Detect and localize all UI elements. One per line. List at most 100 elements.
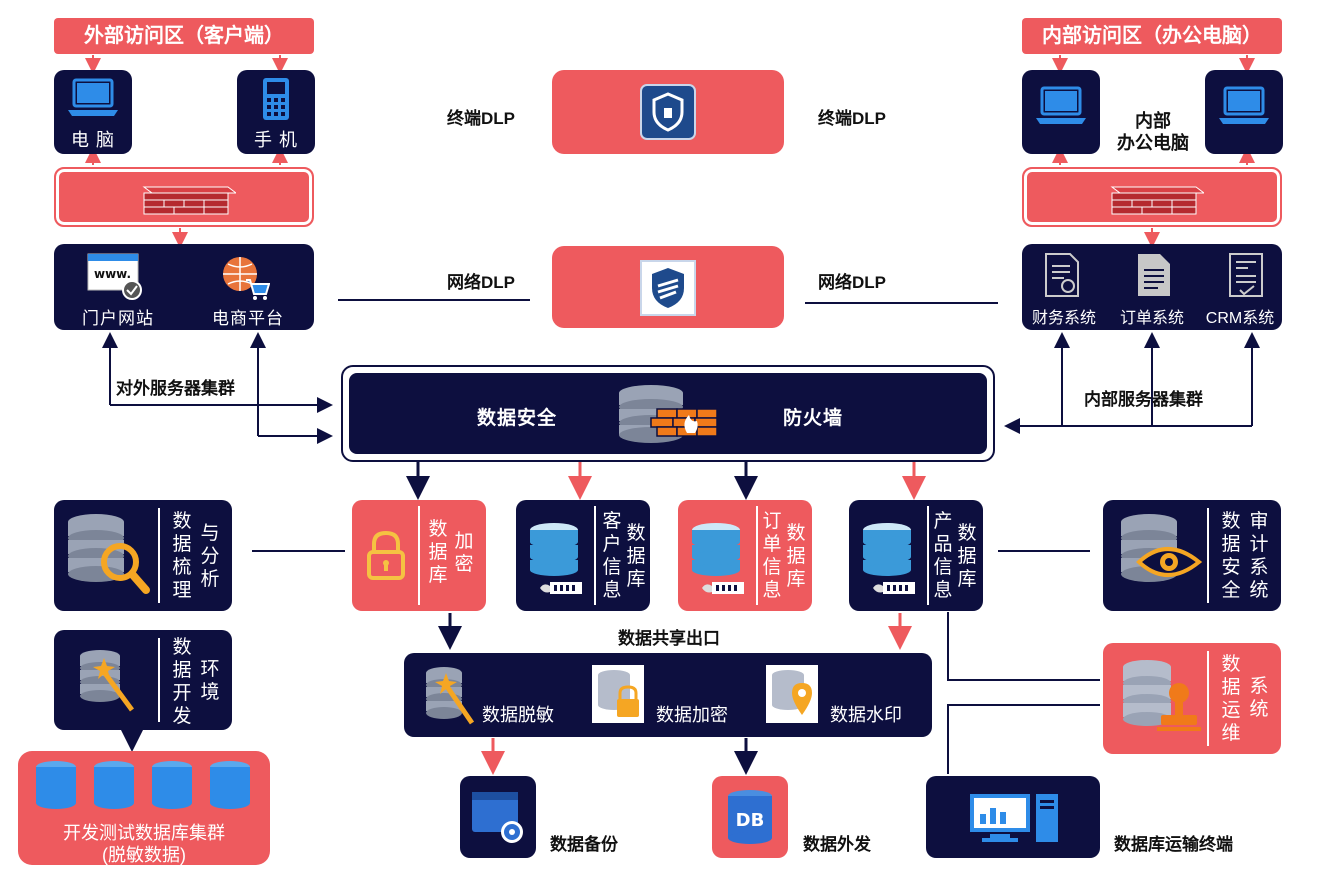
database-icon xyxy=(863,523,915,594)
terminal-dlp-right-label: 终端DLP xyxy=(818,109,886,128)
network-dlp-right-label: 网络DLP xyxy=(818,273,886,292)
analysis-text-col1: 数据梳理 xyxy=(172,511,192,601)
masking-wand-icon xyxy=(426,667,475,725)
product-db-text-col1: 产品信息 xyxy=(933,511,953,601)
internal-server-cluster-label: 内部服务器集群 xyxy=(1084,390,1203,409)
dev-cluster-box: 开发测试数据库集群 (脱敏数据) xyxy=(18,751,270,865)
sharing-title: 数据共享出口 xyxy=(618,629,720,648)
portal-label: 门户网站 xyxy=(82,309,154,328)
customer-db-text-col2: 数据库 xyxy=(626,523,646,590)
phone-label: 手 机 xyxy=(253,130,298,150)
laptop-icon xyxy=(1036,86,1086,124)
firewall-left-label: 数据安全 xyxy=(477,408,558,429)
db-cluster-icons xyxy=(36,761,250,809)
firewall-right-label: 防火墙 xyxy=(783,408,844,429)
lock-icon xyxy=(367,530,405,580)
divider xyxy=(158,638,160,722)
office-pc-label: 内部 办公电脑 xyxy=(1104,110,1202,154)
encryption-label: 数据加密 xyxy=(656,705,728,725)
office-pc-label-line2: 办公电脑 xyxy=(1117,133,1189,153)
divider xyxy=(158,508,160,603)
audit-text-col2: 审计系统 xyxy=(1249,511,1269,601)
order-system-label: 订单系统 xyxy=(1119,310,1184,327)
firewall-icon xyxy=(142,186,236,215)
encrypted-db-box: 数据库 加密 xyxy=(352,500,486,611)
masking-label: 数据脱敏 xyxy=(482,705,554,725)
customer-db-text-col1: 客户信息 xyxy=(602,511,622,601)
watermark-db-pin-icon xyxy=(766,665,818,723)
order-db-text-col1: 订单信息 xyxy=(762,511,782,601)
laptop-icon xyxy=(1219,86,1269,124)
www-icon: www. xyxy=(87,253,142,300)
dev-env-box: 数据开发 环境 xyxy=(54,630,232,730)
dev-cluster-sublabel: (脱敏数据) xyxy=(102,845,186,865)
external-zone-title: 外部访问区（客户端） xyxy=(54,18,314,54)
crm-label: CRM系统 xyxy=(1205,310,1275,327)
divider xyxy=(927,506,929,605)
ecommerce-label: 电商平台 xyxy=(212,309,284,328)
office-pc-label-line1: 内部 xyxy=(1135,111,1171,131)
internal-zone-title: 内部访问区（办公电脑） xyxy=(1022,18,1282,54)
phone-icon xyxy=(263,78,289,120)
dev-cluster-label: 开发测试数据库集群 xyxy=(63,823,225,843)
divider xyxy=(1207,508,1209,603)
finance-doc-icon xyxy=(1045,253,1079,297)
network-dlp-box xyxy=(552,246,784,328)
product-db-text-col2: 数据库 xyxy=(957,523,977,590)
database-firewall-icon xyxy=(619,385,718,443)
divider xyxy=(1207,651,1209,746)
backup-label: 数据备份 xyxy=(550,835,618,854)
desktop-computer-icon xyxy=(970,794,1058,842)
database-icon xyxy=(692,523,744,594)
encrypted-db-text-col2: 加密 xyxy=(454,531,474,575)
external-server-cluster-label: 对外服务器集群 xyxy=(116,379,235,398)
backup-box xyxy=(460,776,536,858)
external-send-label: 数据外发 xyxy=(803,835,871,854)
ops-text-col1: 数据运维 xyxy=(1221,654,1241,744)
database-stamp-icon xyxy=(1123,660,1201,731)
crm-doc-icon xyxy=(1229,253,1263,297)
terminal-dlp-box xyxy=(552,70,784,154)
order-db-box: 订单信息 数据库 xyxy=(678,500,812,611)
database-wand-icon xyxy=(80,650,135,712)
external-services-box: www. 门户网站 电商平台 xyxy=(54,244,314,330)
order-db-text-col2: 数据库 xyxy=(786,523,806,590)
office-pc-left-box xyxy=(1022,70,1100,154)
finance-label: 财务系统 xyxy=(1031,310,1096,327)
order-doc-icon xyxy=(1138,254,1170,296)
internal-services-box: 财务系统 订单系统 CRM系统 xyxy=(1022,244,1282,330)
data-analysis-box: 数据梳理 与分析 xyxy=(54,500,232,611)
network-dlp-shield-icon xyxy=(640,260,696,316)
product-db-box: 产品信息 数据库 xyxy=(849,500,983,611)
transport-terminal-box xyxy=(926,776,1100,858)
phone-box: 手 机 xyxy=(237,70,315,154)
data-sharing-box: 数据脱敏 数据加密 数据水印 xyxy=(404,653,932,737)
pc-box: 电 脑 xyxy=(54,70,132,154)
audit-text-col1: 数据安全 xyxy=(1221,511,1241,601)
ecommerce-icon xyxy=(223,257,270,300)
internal-firewall-box xyxy=(1022,167,1282,227)
ops-text-col2: 系统 xyxy=(1249,676,1269,720)
db-cylinder-icon: DB xyxy=(728,790,772,844)
external-firewall-box xyxy=(54,167,314,227)
divider xyxy=(756,506,758,605)
encrypted-db-text-col1: 数据库 xyxy=(428,519,448,586)
watermark-label: 数据水印 xyxy=(830,705,902,725)
audit-box: 数据安全 审计系统 xyxy=(1103,500,1281,611)
divider xyxy=(418,506,420,605)
svg-text:www.: www. xyxy=(94,267,131,281)
dev-env-text-col1: 数据开发 xyxy=(172,637,192,727)
analysis-text-col2: 与分析 xyxy=(200,523,220,590)
external-send-box: DB xyxy=(712,776,788,858)
transport-terminal-label: 数据库运输终端 xyxy=(1114,835,1233,854)
laptop-icon xyxy=(68,78,118,116)
terminal-dlp-left-label: 终端DLP xyxy=(447,109,515,128)
database-eye-icon xyxy=(1121,514,1203,582)
terminal-dlp-shield-icon xyxy=(640,84,696,140)
network-dlp-left-label: 网络DLP xyxy=(447,273,515,292)
office-pc-right-box xyxy=(1205,70,1283,154)
backup-window-gear-icon xyxy=(472,792,523,843)
database-search-icon xyxy=(68,514,150,594)
db-badge-text: DB xyxy=(736,810,765,831)
